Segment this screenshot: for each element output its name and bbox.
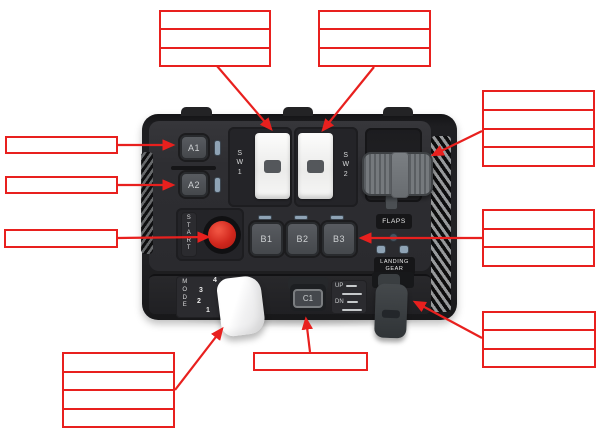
gear-led-left xyxy=(376,245,386,254)
callout-box-c1[interactable] xyxy=(253,352,368,371)
a2-button: A2 xyxy=(180,172,208,197)
sw2-switch xyxy=(298,133,333,199)
dn-tick xyxy=(346,301,358,303)
a1-led-indicator xyxy=(214,140,221,156)
b1-button: B1 xyxy=(250,222,283,256)
callout-row xyxy=(255,354,366,369)
sw1-switch xyxy=(255,133,290,199)
callout-row xyxy=(484,211,593,228)
arrow-to-sw1 xyxy=(216,65,273,132)
callout-box-a2[interactable] xyxy=(5,176,118,194)
callout-row xyxy=(484,146,593,165)
control-panel-device: A1 A2 S W 1 S W 2 FLAPS LANDING GEAR xyxy=(141,107,457,339)
callout-row xyxy=(484,92,593,109)
c1-button: C1 xyxy=(293,289,323,308)
callout-row xyxy=(484,329,594,347)
landing-gear-label: LANDING GEAR xyxy=(380,258,409,272)
callout-row xyxy=(64,407,173,427)
top-bump xyxy=(383,107,413,116)
divider-groove xyxy=(171,166,216,170)
arrow-to-throttle xyxy=(430,130,483,157)
top-bump xyxy=(181,107,212,116)
c1-label: C1 xyxy=(302,294,314,303)
callout-box-start[interactable] xyxy=(4,229,118,248)
right-vent-grille xyxy=(431,136,451,312)
sw1-switch-center xyxy=(264,160,281,173)
callout-row xyxy=(64,354,173,371)
callout-box-sw2[interactable] xyxy=(318,10,431,67)
mode-position-4: 4 xyxy=(213,277,217,284)
callout-box-a1[interactable] xyxy=(5,136,118,154)
mode-label: M O D E xyxy=(182,279,188,309)
callout-row xyxy=(484,127,593,147)
callout-box-gear-lever[interactable] xyxy=(482,311,596,368)
a1-button: A1 xyxy=(180,135,208,160)
sw2-label: S W 2 xyxy=(342,152,350,178)
arrow-to-start xyxy=(117,231,211,243)
a2-led-indicator xyxy=(214,177,221,193)
mid-tick-2 xyxy=(342,309,362,311)
callout-row xyxy=(64,389,173,408)
flaps-label: FLAPS xyxy=(382,218,406,225)
dn-label: DN xyxy=(335,299,344,305)
callout-row xyxy=(161,28,269,46)
callout-row xyxy=(484,108,593,128)
arrow-to-c1 xyxy=(301,316,313,353)
callout-row xyxy=(7,138,116,152)
callout-row xyxy=(484,246,593,265)
callout-row xyxy=(484,313,594,329)
mode-plate: M O D E 4 3 2 1 xyxy=(176,276,222,318)
b3-led-indicator xyxy=(330,215,344,220)
updn-plate: UP DN xyxy=(331,280,367,314)
arrow-to-gear-lever xyxy=(412,300,483,339)
throttle-wheel xyxy=(362,152,433,198)
a2-label: A2 xyxy=(187,179,200,190)
landing-gear-label-plate: LANDING GEAR xyxy=(374,257,415,275)
callout-row xyxy=(320,12,429,28)
b2-label: B2 xyxy=(296,234,309,244)
b1-label: B1 xyxy=(260,234,273,244)
callout-row xyxy=(484,347,594,366)
callout-row xyxy=(64,370,173,390)
sw2-switch-center xyxy=(307,160,324,173)
arrow-to-mode-knob xyxy=(174,326,224,391)
callout-box-b3[interactable] xyxy=(482,209,595,267)
callout-row xyxy=(320,28,429,46)
top-bump xyxy=(283,107,313,116)
start-label-plate: S T A R T xyxy=(181,212,197,257)
callout-row xyxy=(484,227,593,247)
start-button xyxy=(203,216,241,254)
up-tick xyxy=(346,285,358,287)
callout-row xyxy=(161,12,269,28)
left-vent-grille xyxy=(141,152,153,254)
b3-label: B3 xyxy=(332,234,345,244)
sw1-switch-panel: S W 1 xyxy=(228,127,292,207)
callout-box-sw1[interactable] xyxy=(159,10,271,67)
mode-position-1: 1 xyxy=(206,307,210,314)
a1-label: A1 xyxy=(187,142,200,153)
start-label: S T A R T xyxy=(186,215,192,251)
gear-led-right xyxy=(399,245,409,254)
b3-button: B3 xyxy=(322,222,356,256)
b1-led-indicator xyxy=(258,215,272,220)
b2-led-indicator xyxy=(294,215,308,220)
up-label: UP xyxy=(335,283,344,289)
sw2-switch-panel: S W 2 xyxy=(294,127,358,207)
sw1-label: S W 1 xyxy=(236,150,244,176)
callout-box-throttle[interactable] xyxy=(482,90,595,167)
callout-row xyxy=(6,231,116,246)
callout-row xyxy=(161,46,269,65)
arrow-to-sw2 xyxy=(321,66,375,133)
mid-tick-1 xyxy=(342,293,362,295)
mode-position-3: 3 xyxy=(199,287,203,294)
callout-row xyxy=(7,178,116,192)
callout-box-mode[interactable] xyxy=(62,352,175,428)
callout-row xyxy=(320,46,429,65)
flaps-label-plate: FLAPS xyxy=(376,214,412,229)
mode-position-2: 2 xyxy=(197,298,201,305)
b2-button: B2 xyxy=(286,222,319,256)
